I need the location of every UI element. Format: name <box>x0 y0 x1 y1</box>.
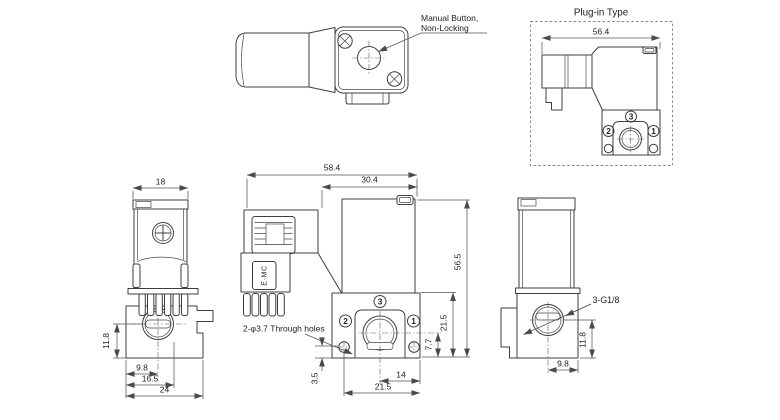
port-number-ring <box>373 295 387 308</box>
side-view: 58.4 30.4 E·MC 3 2 1 <box>240 163 470 396</box>
manual-override-ribs <box>138 293 189 316</box>
port-number-2: 2 <box>343 316 348 326</box>
port-number-1: 1 <box>411 316 416 326</box>
dim-16-5: 16.5 <box>142 374 159 384</box>
side-tab <box>132 263 141 288</box>
screw-cross <box>339 35 351 47</box>
top-cap-window <box>520 199 537 207</box>
plug-connector-outline <box>541 54 593 89</box>
brand-label-plate <box>252 261 277 290</box>
screw-head <box>152 222 174 244</box>
rear-view: 3-G1/8 11.8 9.8 <box>500 197 620 373</box>
inset-dashed-border <box>530 21 673 166</box>
connector-tab <box>345 92 390 105</box>
front-view: 18 11.8 9.8 16.5 24 <box>101 177 214 399</box>
port-number-ring <box>625 110 637 123</box>
manual-button-note-line2: Non-Locking <box>421 23 469 33</box>
top-view: Manual Button, Non-Locking <box>235 13 487 105</box>
port-number-ring <box>407 314 420 328</box>
dim-18: 18 <box>156 177 166 187</box>
dim-56-5: 56.5 <box>453 253 463 270</box>
flange <box>515 287 581 294</box>
top-cap-window <box>135 201 152 208</box>
base-side-extension <box>500 307 518 359</box>
dim-14: 14 <box>396 370 406 380</box>
plug-pin <box>545 87 563 111</box>
body-edge-lines <box>522 210 571 288</box>
screw-phillips-cross <box>155 225 171 241</box>
plug-in-view: Plug-in Type 56.4 3 2 1 <box>530 8 673 166</box>
top-cap <box>132 199 189 210</box>
leader-line <box>304 333 353 355</box>
dim-7-7: 7.7 <box>424 338 434 350</box>
body-outline <box>518 209 575 289</box>
through-holes-note: 2-φ3.7 Through holes <box>243 324 325 334</box>
extension-line <box>541 42 661 54</box>
port-number-2: 2 <box>606 126 611 136</box>
coil-skirt-ribs <box>243 293 285 317</box>
dim-9-8: 9.8 <box>136 363 148 373</box>
through-hole-centerline <box>337 340 351 354</box>
dim-3-5: 3.5 <box>310 372 320 384</box>
dim-9-8: 9.8 <box>557 359 569 369</box>
centerline <box>617 126 644 153</box>
centerline <box>529 302 568 373</box>
connector-tab-lines <box>351 93 384 104</box>
extension-line <box>132 191 189 199</box>
brand-label: E·MC <box>260 265 269 285</box>
dim-24: 24 <box>160 385 170 395</box>
dim-56-4: 56.4 <box>593 27 610 37</box>
port-number-ring <box>602 125 615 137</box>
latch-tab-inner <box>399 197 411 203</box>
dim-58-4: 58.4 <box>324 163 341 173</box>
dim-11-8: 11.8 <box>578 332 588 348</box>
coil-outline <box>235 32 310 88</box>
extension-line <box>125 342 204 399</box>
coil-cap-arc <box>241 33 245 87</box>
manual-button-note-line1: Manual Button, <box>421 13 478 23</box>
body-step-diagonal <box>317 252 342 293</box>
centerline <box>359 311 441 384</box>
thread-note: 3-G1/8 <box>593 295 620 305</box>
valve-body-inner <box>338 30 405 90</box>
port-number-3: 3 <box>378 297 383 307</box>
coil-body-transition <box>308 27 336 93</box>
leader-line <box>378 32 487 52</box>
screw-cross <box>389 73 400 85</box>
plug-connector-lines <box>564 55 587 88</box>
through-hole-centerline <box>407 340 421 354</box>
valve-body-outline <box>591 46 658 111</box>
port-number-1: 1 <box>651 126 656 136</box>
latch-tab-inner <box>644 48 655 53</box>
leader-arrow <box>565 303 592 317</box>
port-number-ring <box>339 314 352 328</box>
body-outline <box>133 208 188 290</box>
side-tab <box>180 263 189 288</box>
dim-30-4: 30.4 <box>361 175 378 185</box>
connector-window <box>265 223 285 245</box>
valve-body-outline <box>341 198 416 294</box>
centerline <box>352 41 386 75</box>
plug-in-title: Plug-in Type <box>574 8 629 19</box>
flange <box>127 288 199 295</box>
port-number-3: 3 <box>629 112 634 122</box>
dim-11-8: 11.8 <box>101 333 111 349</box>
dim-21-5-bottom: 21.5 <box>375 382 392 392</box>
port-number-ring <box>647 125 660 137</box>
body-edge-lines <box>137 209 184 260</box>
port-boss <box>354 309 406 359</box>
dim-21-5-right: 21.5 <box>439 314 449 331</box>
mounting-hole <box>603 143 614 154</box>
brace-line <box>136 256 187 263</box>
mounting-hole <box>648 143 659 154</box>
